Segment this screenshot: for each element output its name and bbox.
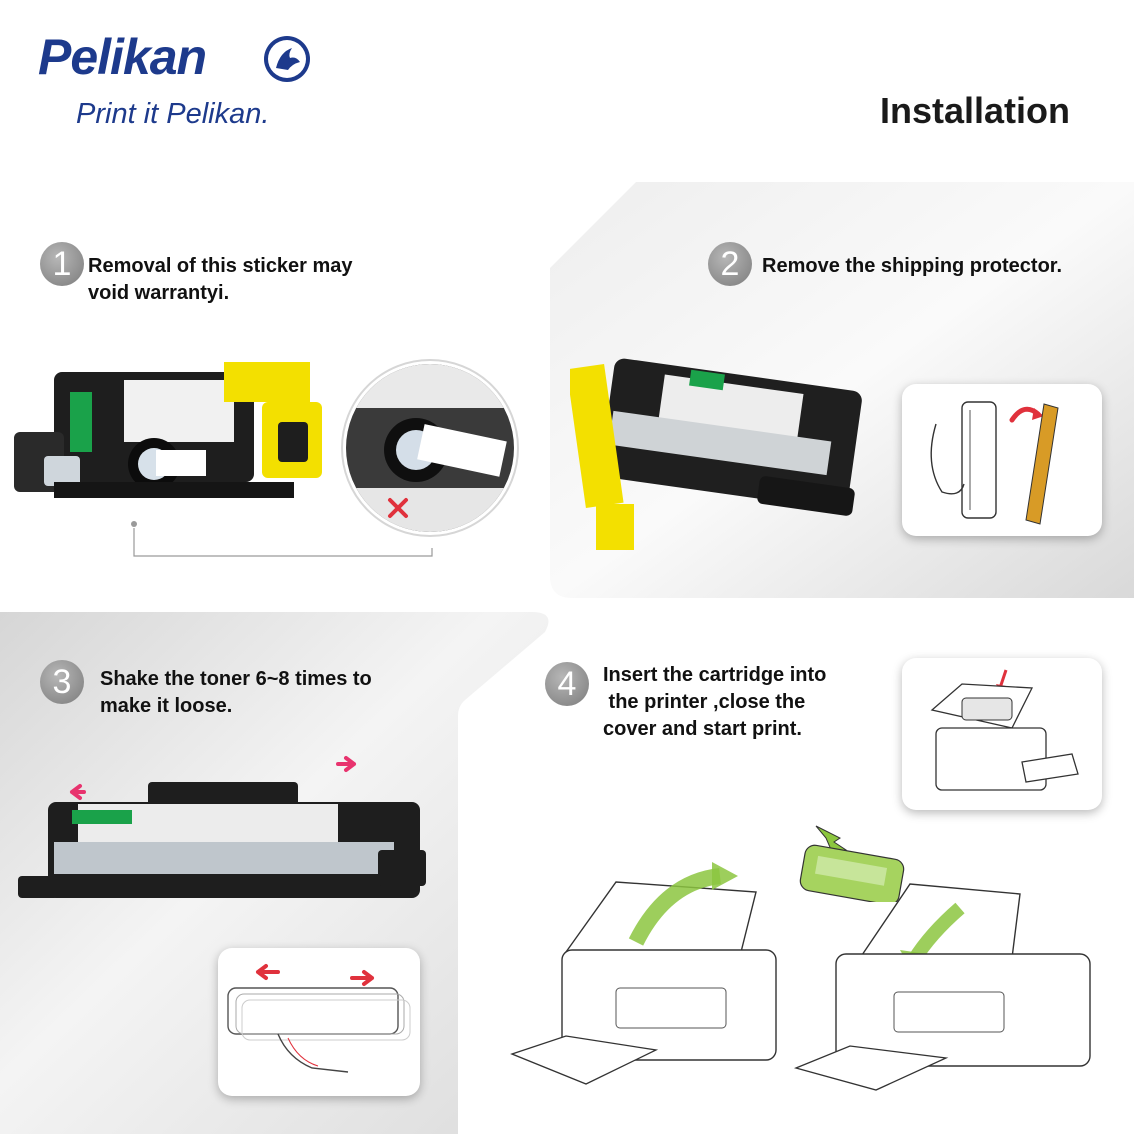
step-3-line-2: make it loose. — [100, 695, 233, 717]
step-4-diagram — [930, 669, 1079, 791]
step-3-number: 3 — [40, 660, 84, 704]
step-1-line-2: void warrantyi. — [88, 282, 230, 304]
step-2-text: Remove the shipping protector. — [762, 253, 1062, 280]
cartridge-insert-illustration — [799, 825, 905, 902]
brand-wordmark: Pelikan — [38, 29, 207, 85]
step-3-diagram — [227, 964, 411, 1073]
brand-tagline: Print it Pelikan. — [76, 98, 270, 130]
step-4-number: 4 — [545, 662, 589, 706]
step-3-text: Shake the toner 6~8 times to make it loo… — [100, 666, 372, 720]
step-3-inset-card — [218, 948, 420, 1096]
curved-arrow-icon — [628, 868, 722, 946]
step-4-line-1: Insert the cartridge into — [603, 664, 827, 686]
step-4-text: Insert the cartridge into the printer ,c… — [603, 662, 826, 743]
red-x-mark-icon — [388, 498, 408, 518]
step-2-cartridge-image — [570, 358, 862, 550]
shake-arrows — [70, 756, 356, 800]
left-arrow-icon — [70, 784, 86, 800]
step-4-line-3: cover and start print. — [603, 718, 802, 740]
right-arrow-icon — [336, 756, 356, 772]
step-3-cartridge-image — [18, 782, 426, 898]
printer-close-illustration — [793, 883, 1091, 1091]
step-1-sticker-zoom-image — [341, 359, 519, 537]
step-2-diagram — [930, 401, 1059, 525]
step-1-cartridge-image — [14, 362, 322, 498]
step-1-line-1: Removal of this sticker may — [88, 255, 353, 277]
step-1-text: Removal of this sticker may void warrant… — [88, 253, 353, 307]
step-4-inset-card — [902, 658, 1102, 810]
step-2-line-1: Remove the shipping protector. — [762, 255, 1063, 277]
step-2-inset-card — [902, 384, 1102, 536]
pelican-logo-icon — [264, 36, 310, 82]
step-3-line-1: Shake the toner 6~8 times to — [100, 668, 372, 690]
callout-connector-line — [131, 521, 433, 557]
step-2-number: 2 — [708, 242, 752, 286]
page-title: Installation — [880, 90, 1071, 131]
printer-open-illustration — [510, 862, 777, 1085]
step-4-line-2: the printer ,close the — [603, 691, 806, 713]
step-1-number: 1 — [40, 242, 84, 286]
